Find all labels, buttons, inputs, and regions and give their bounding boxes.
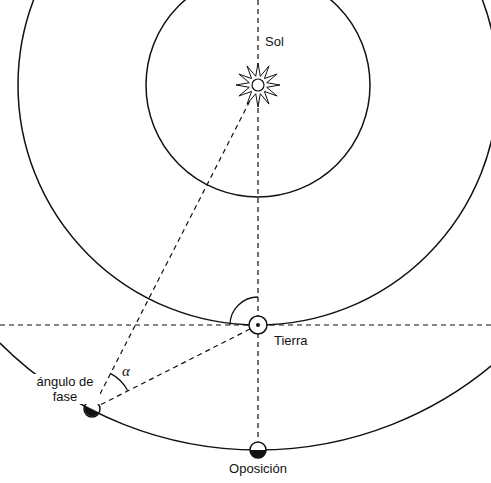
sun-symbol [236,63,280,107]
planet-opposition-symbol [250,442,266,458]
sun-label: Sol [263,34,286,49]
horizontal-line [0,324,491,325]
alpha-label: α [120,364,132,379]
opposition-label: Oposición [227,461,289,476]
earth-label: Tierra [272,333,309,348]
earth-planet-line [100,325,258,405]
sun-planet-line [96,85,258,402]
outer-orbit [0,0,491,450]
earth-symbol [249,316,267,334]
phase-angle-label: ángulo de fase [30,374,100,404]
earth-orbit [18,0,491,325]
